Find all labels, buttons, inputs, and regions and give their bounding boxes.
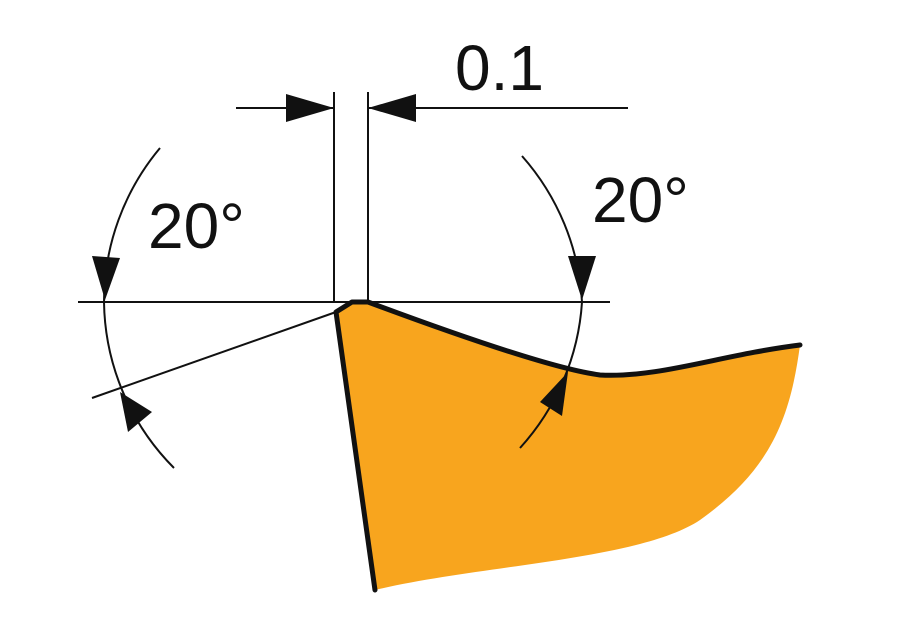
insert-outline <box>333 299 803 593</box>
left-angle-label: 20° <box>148 190 245 262</box>
left-angle-arrow-top <box>92 256 120 300</box>
right-angle-arrow-top <box>568 256 596 300</box>
land-width-label: 0.1 <box>455 32 544 104</box>
right-angle-label: 20° <box>592 164 689 236</box>
right-angle-arc <box>519 155 584 449</box>
right-angle-arrow-bottom <box>540 372 568 416</box>
left-angle-arrow-bottom <box>120 392 152 432</box>
left-angle-leg <box>91 311 337 399</box>
left-angle-arc <box>102 147 175 469</box>
land-arrow-left <box>286 94 334 122</box>
insert-body <box>336 302 800 590</box>
land-arrow-right <box>368 94 416 122</box>
